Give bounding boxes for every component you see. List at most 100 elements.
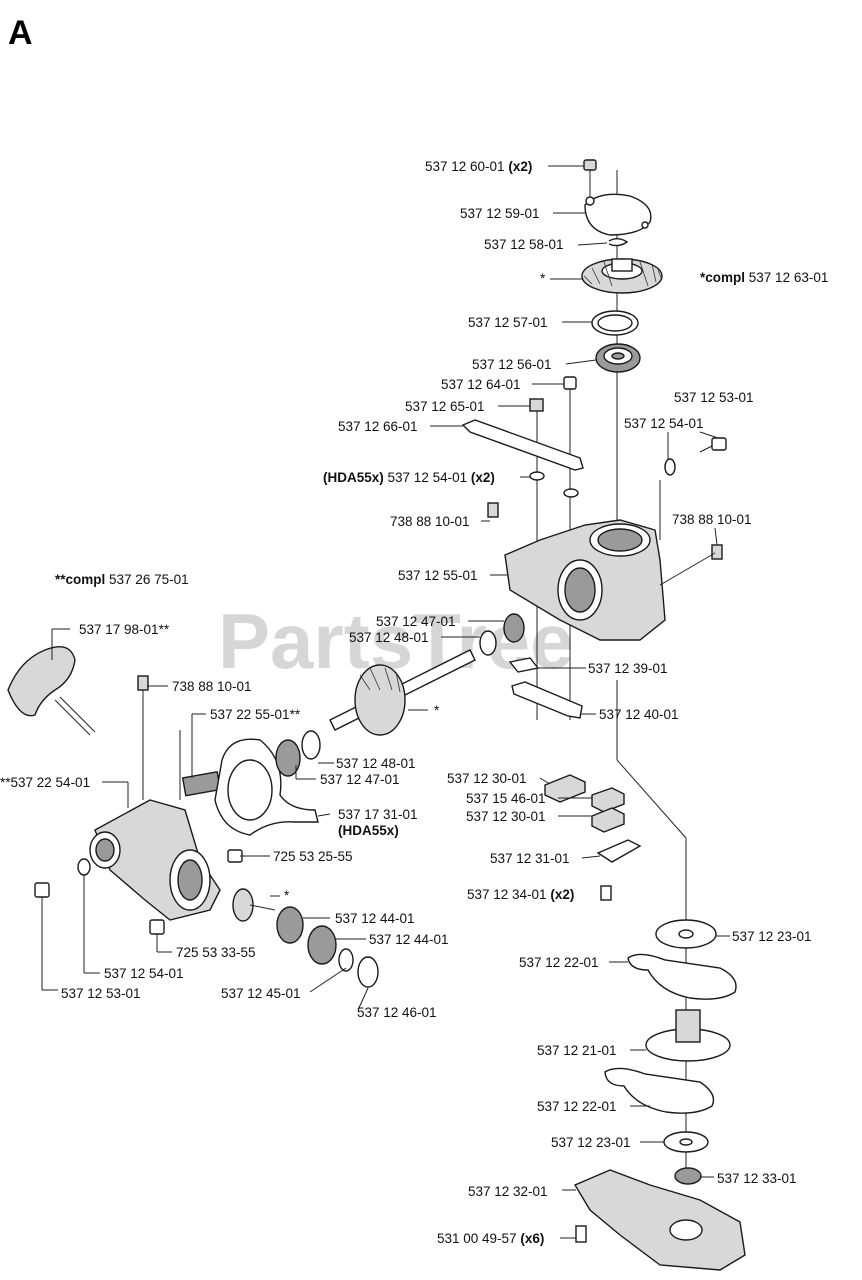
label-738-88-10-01-c: 738 88 10-01 (172, 679, 252, 694)
bevel-gear-part (581, 258, 663, 294)
bearing-44a-part (276, 906, 304, 944)
label-537-15-46-01: 537 15 46-01 (466, 791, 546, 806)
label-537-12-39-01: 537 12 39-01 (588, 661, 668, 676)
washer-b-part (563, 488, 579, 498)
grease-nipple-a-part (487, 502, 499, 518)
screw-49-part (575, 1225, 587, 1243)
block-c-part (591, 807, 625, 833)
label-537-12-22-01-a: 537 12 22-01 (519, 955, 599, 970)
label-537-22-54-01: **537 22 54-01 (0, 775, 90, 790)
bearing-top-part (595, 343, 641, 373)
gear-housing-part (504, 480, 666, 641)
label-537-12-65-01: 537 12 65-01 (405, 399, 485, 414)
bearing-33-part (674, 1167, 702, 1185)
part-labels: 537 12 60-01 (x2) 537 12 59-01 537 12 58… (0, 159, 828, 1246)
small-circlip-part (608, 238, 629, 247)
label-537-12-31-01: 537 12 31-01 (490, 851, 570, 866)
label-537-12-60-01: 537 12 60-01 (x2) (425, 159, 532, 174)
label-537-12-30-01-a: 537 12 30-01 (447, 771, 527, 786)
label-537-12-58-01: 537 12 58-01 (484, 237, 564, 252)
cover-plate-part (584, 193, 652, 236)
label-537-17-98-01: 537 17 98-01** (79, 622, 170, 637)
label-738-88-10-01-b: 738 88 10-01 (672, 512, 752, 527)
label-537-12-47-01-upper: 537 12 47-01 (376, 614, 456, 629)
frame-part (214, 738, 319, 836)
label-537-12-22-01-b: 537 12 22-01 (537, 1099, 617, 1114)
label-537-12-54-01-left: 537 12 54-01 (104, 966, 184, 981)
label-537-22-55-01: 537 22 55-01** (210, 707, 301, 722)
screw-725-33-part (149, 919, 165, 935)
label-537-12-48-01-upper: 537 12 48-01 (349, 630, 429, 645)
plate-part (511, 681, 583, 719)
label-537-12-30-01-b: 537 12 30-01 (466, 809, 546, 824)
bearing-mid-part (503, 613, 525, 643)
label-537-12-32-01: 537 12 32-01 (468, 1184, 548, 1199)
label-537-12-53-01-left: 537 12 53-01 (61, 986, 141, 1001)
label-725-53-25-55: 725 53 25-55 (273, 849, 353, 864)
bracket-plate-part (461, 419, 584, 471)
label-hda55x-frame: (HDA55x) (338, 823, 399, 838)
plate-31-part (596, 839, 642, 863)
screw-top-part (583, 159, 597, 198)
parts-art (7, 159, 746, 1271)
label-537-12-21-01: 537 12 21-01 (537, 1043, 617, 1058)
screw-34-part (600, 885, 612, 901)
label-537-12-46-01: 537 12 46-01 (357, 1005, 437, 1020)
label-537-12-33-01: 537 12 33-01 (717, 1171, 797, 1186)
lower-housing-part (89, 730, 221, 921)
label-537-12-53-01-right: 537 12 53-01 (674, 390, 754, 405)
washer-a-part (529, 471, 545, 481)
grease-nipple-b-part (711, 544, 723, 560)
label-537-12-59-01: 537 12 59-01 (460, 206, 540, 221)
label-537-12-23-01-a: 537 12 23-01 (732, 929, 812, 944)
screw-725-25-part (227, 849, 243, 863)
label-compl-537-12-63-01: *compl 537 12 63-01 (700, 270, 828, 285)
label-537-12-66-01: 537 12 66-01 (338, 419, 418, 434)
section-letter: A (8, 14, 33, 52)
screw-left-part (34, 882, 50, 898)
gear-cover-part (573, 1169, 746, 1271)
grease-nipple-c-part (137, 675, 149, 800)
label-537-12-45-01: 537 12 45-01 (221, 986, 301, 1001)
label-star-shaft: * (434, 703, 440, 718)
label-537-12-56-01: 537 12 56-01 (472, 357, 552, 372)
leader-lines (42, 165, 730, 1239)
bearing-lower-part (275, 739, 301, 777)
blade-22a-part (627, 953, 737, 1000)
bearing-44b-part (307, 925, 337, 965)
label-537-12-64-01: 537 12 64-01 (441, 377, 521, 392)
label-star-gear: * (540, 271, 546, 286)
circlip-mid-part (479, 630, 497, 656)
label-537-12-55-01: 537 12 55-01 (398, 568, 478, 583)
retaining-ring-part (591, 310, 639, 336)
label-537-17-31-01: 537 17 31-01 (338, 807, 418, 822)
circlip-46-part (357, 956, 379, 988)
label-compl-537-26-75-01: **compl 537 26 75-01 (55, 572, 189, 587)
label-537-12-44-01-b: 537 12 44-01 (369, 932, 449, 947)
knob-part (7, 646, 96, 736)
label-537-12-54-01-right: 537 12 54-01 (624, 416, 704, 431)
label-738-88-10-01-a: 738 88 10-01 (390, 514, 470, 529)
label-537-12-40-01: 537 12 40-01 (599, 707, 679, 722)
screw-right-part (699, 437, 727, 453)
label-537-12-48-01-lower: 537 12 48-01 (336, 756, 416, 771)
label-725-53-33-55: 725 53 33-55 (176, 945, 256, 960)
gasket-part (181, 771, 222, 797)
block-a-part (544, 774, 586, 803)
label-537-12-44-01-a: 537 12 44-01 (335, 911, 415, 926)
blade-22b-part (604, 1067, 715, 1114)
block-b-part (591, 787, 625, 813)
label-537-12-47-01-lower: 537 12 47-01 (320, 772, 400, 787)
gear-plate-part (645, 1009, 731, 1062)
label-531-00-49-57: 531 00 49-57 (x6) (437, 1231, 544, 1246)
washer-right-part (664, 458, 676, 476)
label-star-pinion: * (284, 888, 290, 903)
circlip-lower-part (301, 730, 321, 760)
label-hda55x-537-12-54-01: (HDA55x) 537 12 54-01 (x2) (323, 470, 495, 485)
shaft-gear-part (329, 649, 476, 736)
nut-part (529, 398, 544, 412)
pinion-part (232, 888, 276, 922)
ring-45-part (338, 948, 354, 972)
label-537-12-57-01: 537 12 57-01 (468, 315, 548, 330)
